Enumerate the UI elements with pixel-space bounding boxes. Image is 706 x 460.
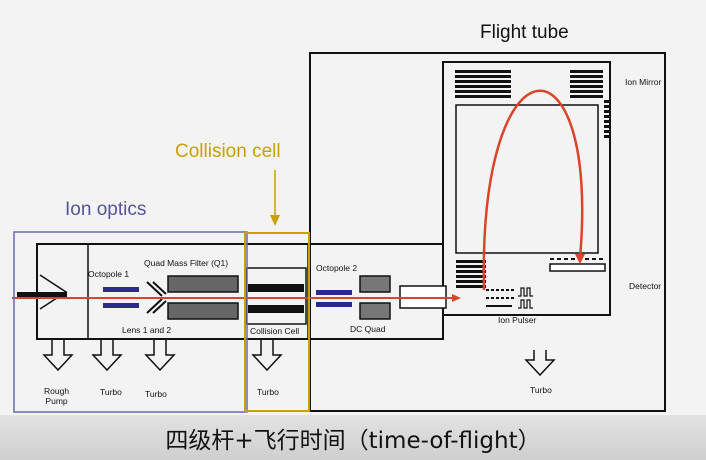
- dc-quad-top: [359, 275, 391, 293]
- turbo-label-1: Turbo: [100, 387, 122, 397]
- flight-tube-chamber: [442, 61, 611, 316]
- ion-pulser-grid: [456, 258, 486, 288]
- drift-region: [455, 104, 599, 254]
- turbo-label-3: Turbo: [257, 387, 279, 397]
- lens-2-bottom: [152, 300, 167, 314]
- quad-mass-filter-label: Quad Mass Filter (Q1): [144, 258, 229, 268]
- ion-mirror-grid-left: [455, 68, 511, 98]
- capillary: [17, 292, 67, 298]
- turbo-arrow-1: [91, 339, 123, 372]
- octopole-2-rod-top: [316, 290, 352, 295]
- collision-cell-rod-bottom: [248, 305, 304, 313]
- dc-quad-label: DC Quad: [350, 324, 386, 334]
- detector-plate: [549, 263, 606, 272]
- collision-cell-label: Collision Cell: [250, 326, 300, 336]
- ion-flight-arrowhead: [575, 254, 585, 264]
- turbo-arrow-4: [524, 350, 556, 377]
- turbo-arrow-3: [251, 339, 283, 372]
- ion-mirror-label: Ion Mirror: [625, 77, 662, 87]
- subtitle-bar: [0, 415, 706, 460]
- collision-cell-box: [244, 232, 310, 412]
- collision-cell-rod-top: [248, 284, 304, 292]
- octopole-2-rod-bottom: [316, 302, 352, 307]
- ion-pulser-label: Ion Pulser: [498, 315, 537, 325]
- octopole-1-rod-top: [103, 287, 139, 292]
- quad-filter-rod-bottom: [167, 302, 239, 320]
- lens-label: Lens 1 and 2: [122, 325, 172, 335]
- rough-pump-arrow: [42, 339, 74, 372]
- octopole-1-rod-bottom: [103, 303, 139, 308]
- lens-1-top: [146, 281, 163, 297]
- collision-cell-body: [245, 267, 307, 325]
- subtitle: 四级杆+飞行时间（time-of-flight）: [165, 428, 541, 454]
- flight-tube-frame: [309, 52, 666, 412]
- dc-quad-bottom: [359, 302, 391, 320]
- collision-cell-pointer-head: [270, 215, 280, 226]
- turbo-label-4: Turbo: [530, 385, 552, 395]
- ion-optics-title: Ion optics: [65, 199, 147, 220]
- ion-optics-box: [13, 231, 248, 413]
- flight-tube-title: Flight tube: [480, 22, 569, 43]
- lens-1-bottom: [146, 298, 163, 314]
- collision-cell-title: Collision cell: [175, 141, 281, 162]
- rough-pump-label: Rough Pump: [44, 386, 70, 406]
- pulse-waveform-2: [518, 299, 533, 309]
- ion-flight-path: [482, 89, 584, 291]
- quad-filter-rod-top: [167, 275, 239, 293]
- octopole-2-label: Octopole 2: [316, 263, 358, 273]
- pulse-waveform-1: [518, 287, 533, 297]
- lens-2-top: [152, 281, 167, 295]
- turbo-label-2: Turbo: [145, 389, 167, 399]
- ion-beam-arrowhead: [452, 294, 461, 302]
- octopole-1-label: Octopole 1: [88, 269, 130, 279]
- ion-mirror-side: [604, 98, 610, 138]
- detector-label: Detector: [629, 281, 662, 291]
- turbo-arrow-2: [144, 339, 176, 372]
- instrument-schematic: [12, 52, 666, 413]
- ion-mirror-grid-right: [570, 68, 603, 98]
